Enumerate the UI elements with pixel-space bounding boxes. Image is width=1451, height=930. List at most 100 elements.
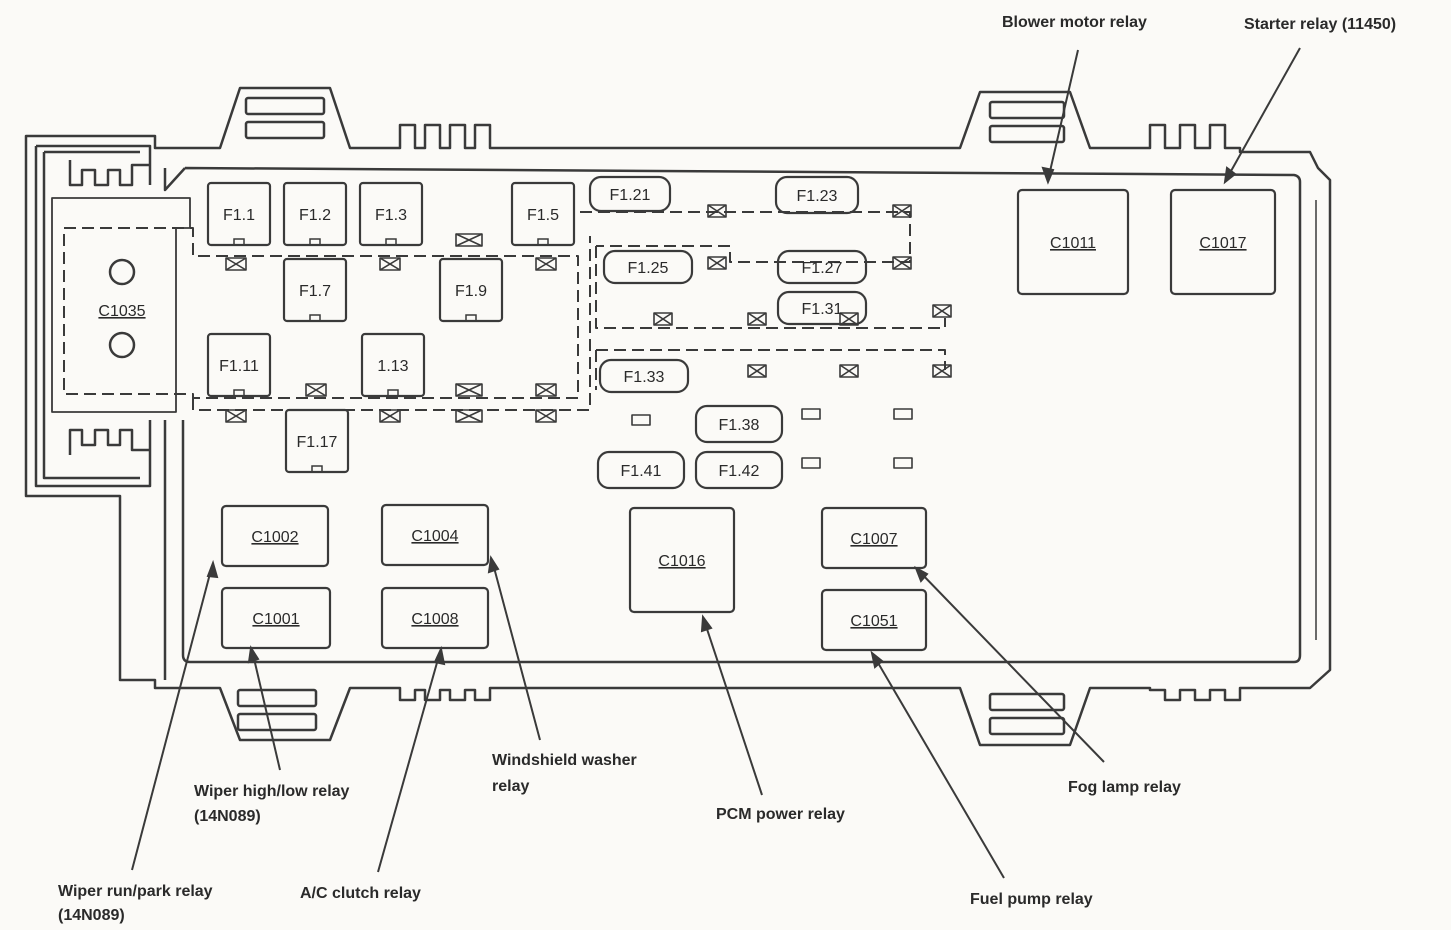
fuse-outline [776, 249, 868, 285]
leader-blower-motor [1047, 49, 1079, 181]
relay-label: C1008 [411, 611, 458, 628]
arrowhead [870, 650, 884, 669]
relay-outline [380, 503, 490, 567]
relay-c1051: C1051 [820, 588, 928, 652]
dashed-region-right-low [595, 349, 946, 390]
relay-c1004: C1004 [380, 503, 490, 567]
fuse-notch [233, 238, 245, 246]
fuse-f1-38: F1.38 [694, 404, 784, 444]
callout-ac-clutch-relay: A/C clutch relay [300, 885, 421, 902]
arrowhead [433, 645, 446, 666]
leader-pcm-power [703, 619, 763, 796]
callout-windshield-washer-relay-line2: relay [492, 778, 529, 795]
arrowhead [1223, 166, 1237, 185]
fuse-label: F1.5 [527, 207, 559, 224]
tab-slot [244, 96, 326, 116]
fuse-outline [602, 249, 694, 285]
fuse-f1-2: F1.2 [282, 181, 348, 247]
fuse-label: F1.33 [624, 369, 665, 386]
arrowhead [247, 645, 260, 664]
tab-slot [236, 712, 318, 732]
relay-c1002: C1002 [220, 504, 330, 568]
housing-inner-edge-2 [42, 150, 140, 480]
fuse-label: F1.41 [621, 463, 662, 480]
fuse-label: F1.25 [628, 260, 669, 277]
relay-c1001: C1001 [220, 586, 332, 650]
fuse-label: F1.31 [802, 301, 843, 318]
connector-pin [108, 258, 136, 286]
leader-ac-clutch [377, 651, 441, 873]
fuse-f1-33: F1.33 [598, 358, 690, 394]
arrowhead [206, 559, 219, 579]
fuse-f1-11: F1.11 [206, 332, 272, 398]
callout-wiper-run-park-relay: Wiper run/park relay [58, 883, 213, 900]
tab-slot [988, 124, 1066, 144]
leader-fuel-pump [873, 655, 1005, 879]
relay-label: C1016 [658, 553, 705, 570]
relay-c1017: C1017 [1169, 188, 1277, 296]
callout-pcm-power-relay: PCM power relay [716, 806, 845, 823]
relay-c1007: C1007 [820, 506, 928, 570]
fuse-label: F1.27 [802, 260, 843, 277]
fuse-notch [311, 465, 323, 473]
callout-fuel-pump-relay: Fuel pump relay [970, 891, 1093, 908]
fuse-f1-7: F1.7 [282, 257, 348, 323]
left-notches [68, 160, 150, 455]
fuse-f1-17: F1.17 [284, 408, 350, 474]
fuse-f1-21: F1.21 [588, 175, 672, 213]
fuse-label: F1.42 [719, 463, 760, 480]
tab-slot [236, 688, 318, 708]
fuse-f1-9: F1.9 [438, 257, 504, 323]
fuse-notch [309, 238, 321, 246]
fuse-f1-1: F1.1 [206, 181, 272, 247]
fuse-label: F1.17 [297, 434, 338, 451]
fuse-f1-42: F1.42 [694, 450, 784, 490]
dashed-region-left-lower [192, 236, 591, 411]
fuse-f1-3: F1.3 [358, 181, 424, 247]
fuse-notch [465, 314, 477, 322]
fuse-label: F1.21 [610, 187, 651, 204]
fuse-outline [694, 450, 784, 490]
tab-slot [988, 100, 1066, 120]
fuse-label: 1.13 [377, 358, 408, 375]
arrowhead [914, 565, 929, 583]
arrowhead [700, 614, 713, 633]
fuse-outline [694, 404, 784, 444]
fuse-label: F1.38 [719, 417, 760, 434]
callout-wiper-run-park-relay-part: (14N089) [58, 907, 125, 924]
tab-slot [988, 716, 1066, 736]
fuse-label: F1.23 [797, 188, 838, 205]
fuse-f1-31: F1.31 [776, 290, 868, 326]
fuse-outline [588, 175, 672, 213]
relay-c1008: C1008 [380, 586, 490, 650]
callout-windshield-washer-relay: Windshield washer [492, 752, 637, 769]
fuse-outline [774, 175, 860, 215]
relay-label: C1001 [252, 611, 299, 628]
terminal-marks [225, 204, 952, 469]
relay-outline [820, 506, 928, 570]
dashed-region-left [63, 227, 579, 399]
fuse-1-13: 1.13 [360, 332, 426, 398]
relay-outline [1169, 188, 1277, 296]
callout-blower-motor-relay: Blower motor relay [1002, 14, 1147, 31]
fuse-notch [537, 238, 549, 246]
fuse-notch [387, 389, 399, 397]
housing-outline [24, 86, 1332, 747]
relay-c1035: C1035 [98, 303, 145, 320]
relay-label: C1004 [411, 528, 458, 545]
fuse-label: F1.1 [223, 207, 255, 224]
fuse-f1-27: F1.27 [776, 249, 868, 285]
relay-outline [220, 586, 332, 650]
tab-slot [244, 120, 326, 140]
relay-label: C1017 [1199, 235, 1246, 252]
callout-starter-relay: Starter relay (11450) [1244, 16, 1396, 33]
relay-label: C1002 [251, 529, 298, 546]
callout-wiper-high-low-relay: Wiper high/low relay [194, 783, 350, 800]
relay-label: C1007 [850, 531, 897, 548]
fuse-f1-5: F1.5 [510, 181, 576, 247]
relay-outline [628, 506, 736, 614]
fuse-label: F1.11 [219, 358, 259, 375]
housing-inner-edge [34, 144, 152, 488]
